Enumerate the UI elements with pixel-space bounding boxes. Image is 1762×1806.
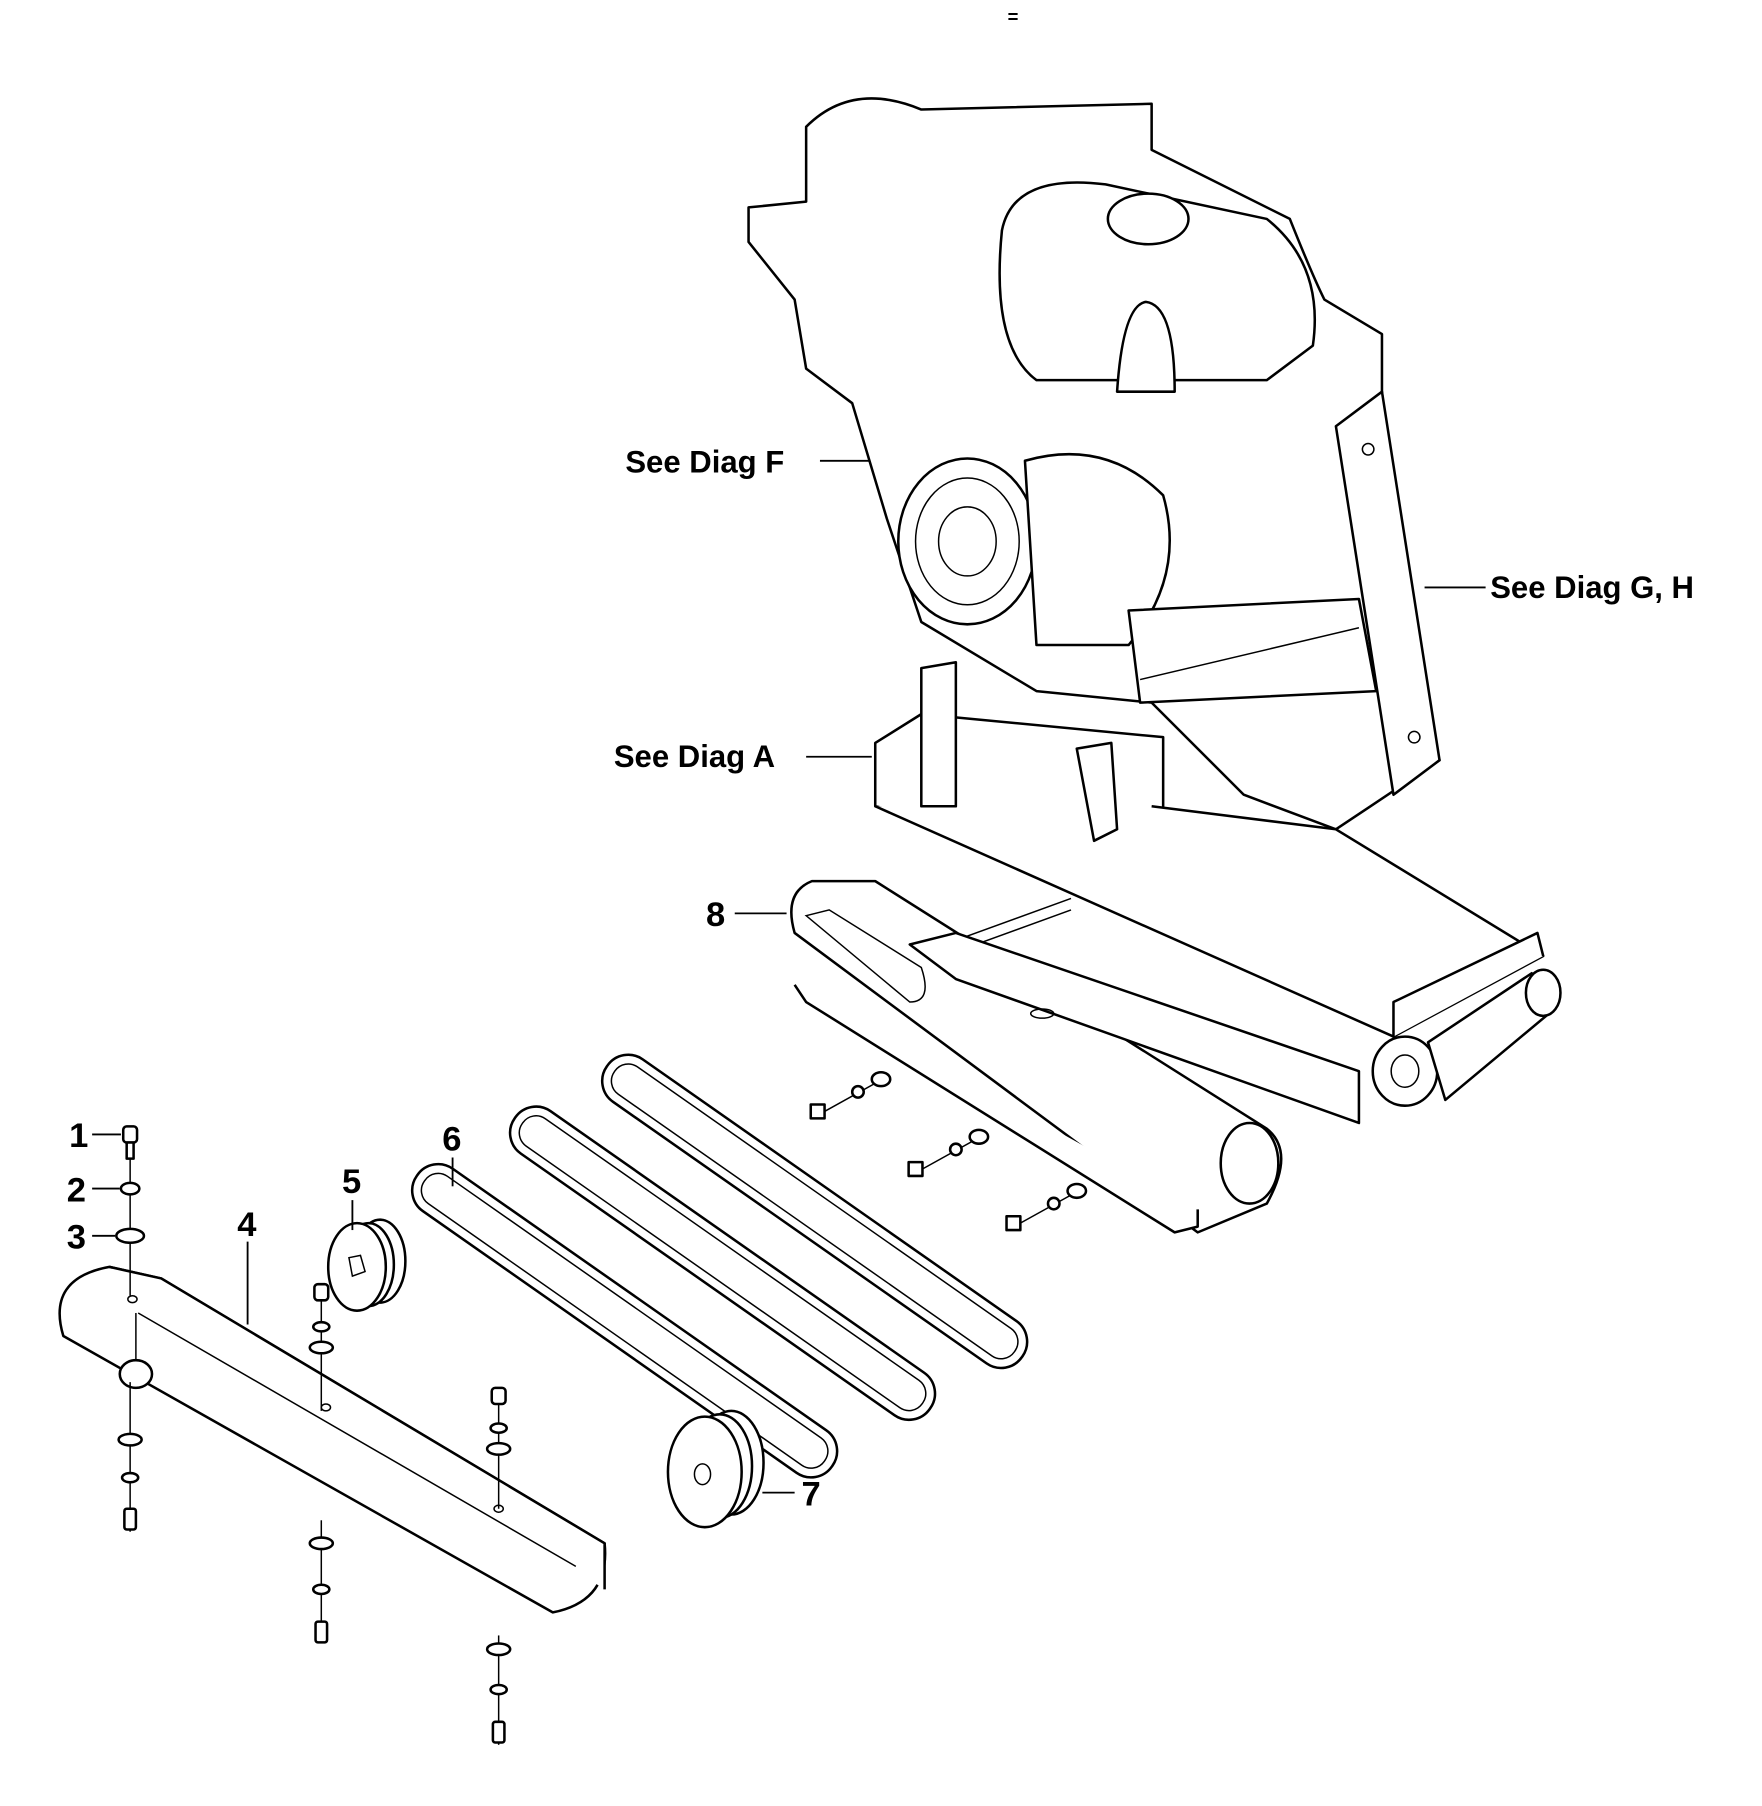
callout-5: 5 [342,1163,361,1201]
engine-assembly [747,97,1441,831]
part-2-lock-washer [119,1181,141,1196]
callout-1: 1 [69,1117,88,1155]
frame-assembly [873,661,1562,1107]
part-6-belts [410,1053,1029,1479]
callout-4: 4 [237,1206,257,1244]
part-4-belt-cover [58,1265,607,1614]
part-8-rear-belt-guard [790,879,1361,1234]
top-mark: = [1008,6,1019,27]
leader-lines [92,459,1486,1494]
part-5-drive-pulley [326,1218,407,1312]
callout-7: 7 [802,1475,821,1513]
callout-2: 2 [67,1171,86,1209]
callout-3: 3 [67,1218,86,1256]
ref-see-diag-gh[interactable]: See Diag G, H [1490,570,1694,605]
callout-6: 6 [442,1121,461,1159]
part-3-flat-washer [115,1227,146,1244]
callout-8: 8 [706,896,725,934]
fastener-stacks [115,1125,512,1745]
ref-see-diag-f[interactable]: See Diag F [625,444,784,479]
part-1-bolt [121,1125,139,1144]
ref-see-diag-a[interactable]: See Diag A [614,739,775,774]
rear-bolts [809,1071,1088,1232]
part-7-driven-pulley [666,1409,765,1529]
